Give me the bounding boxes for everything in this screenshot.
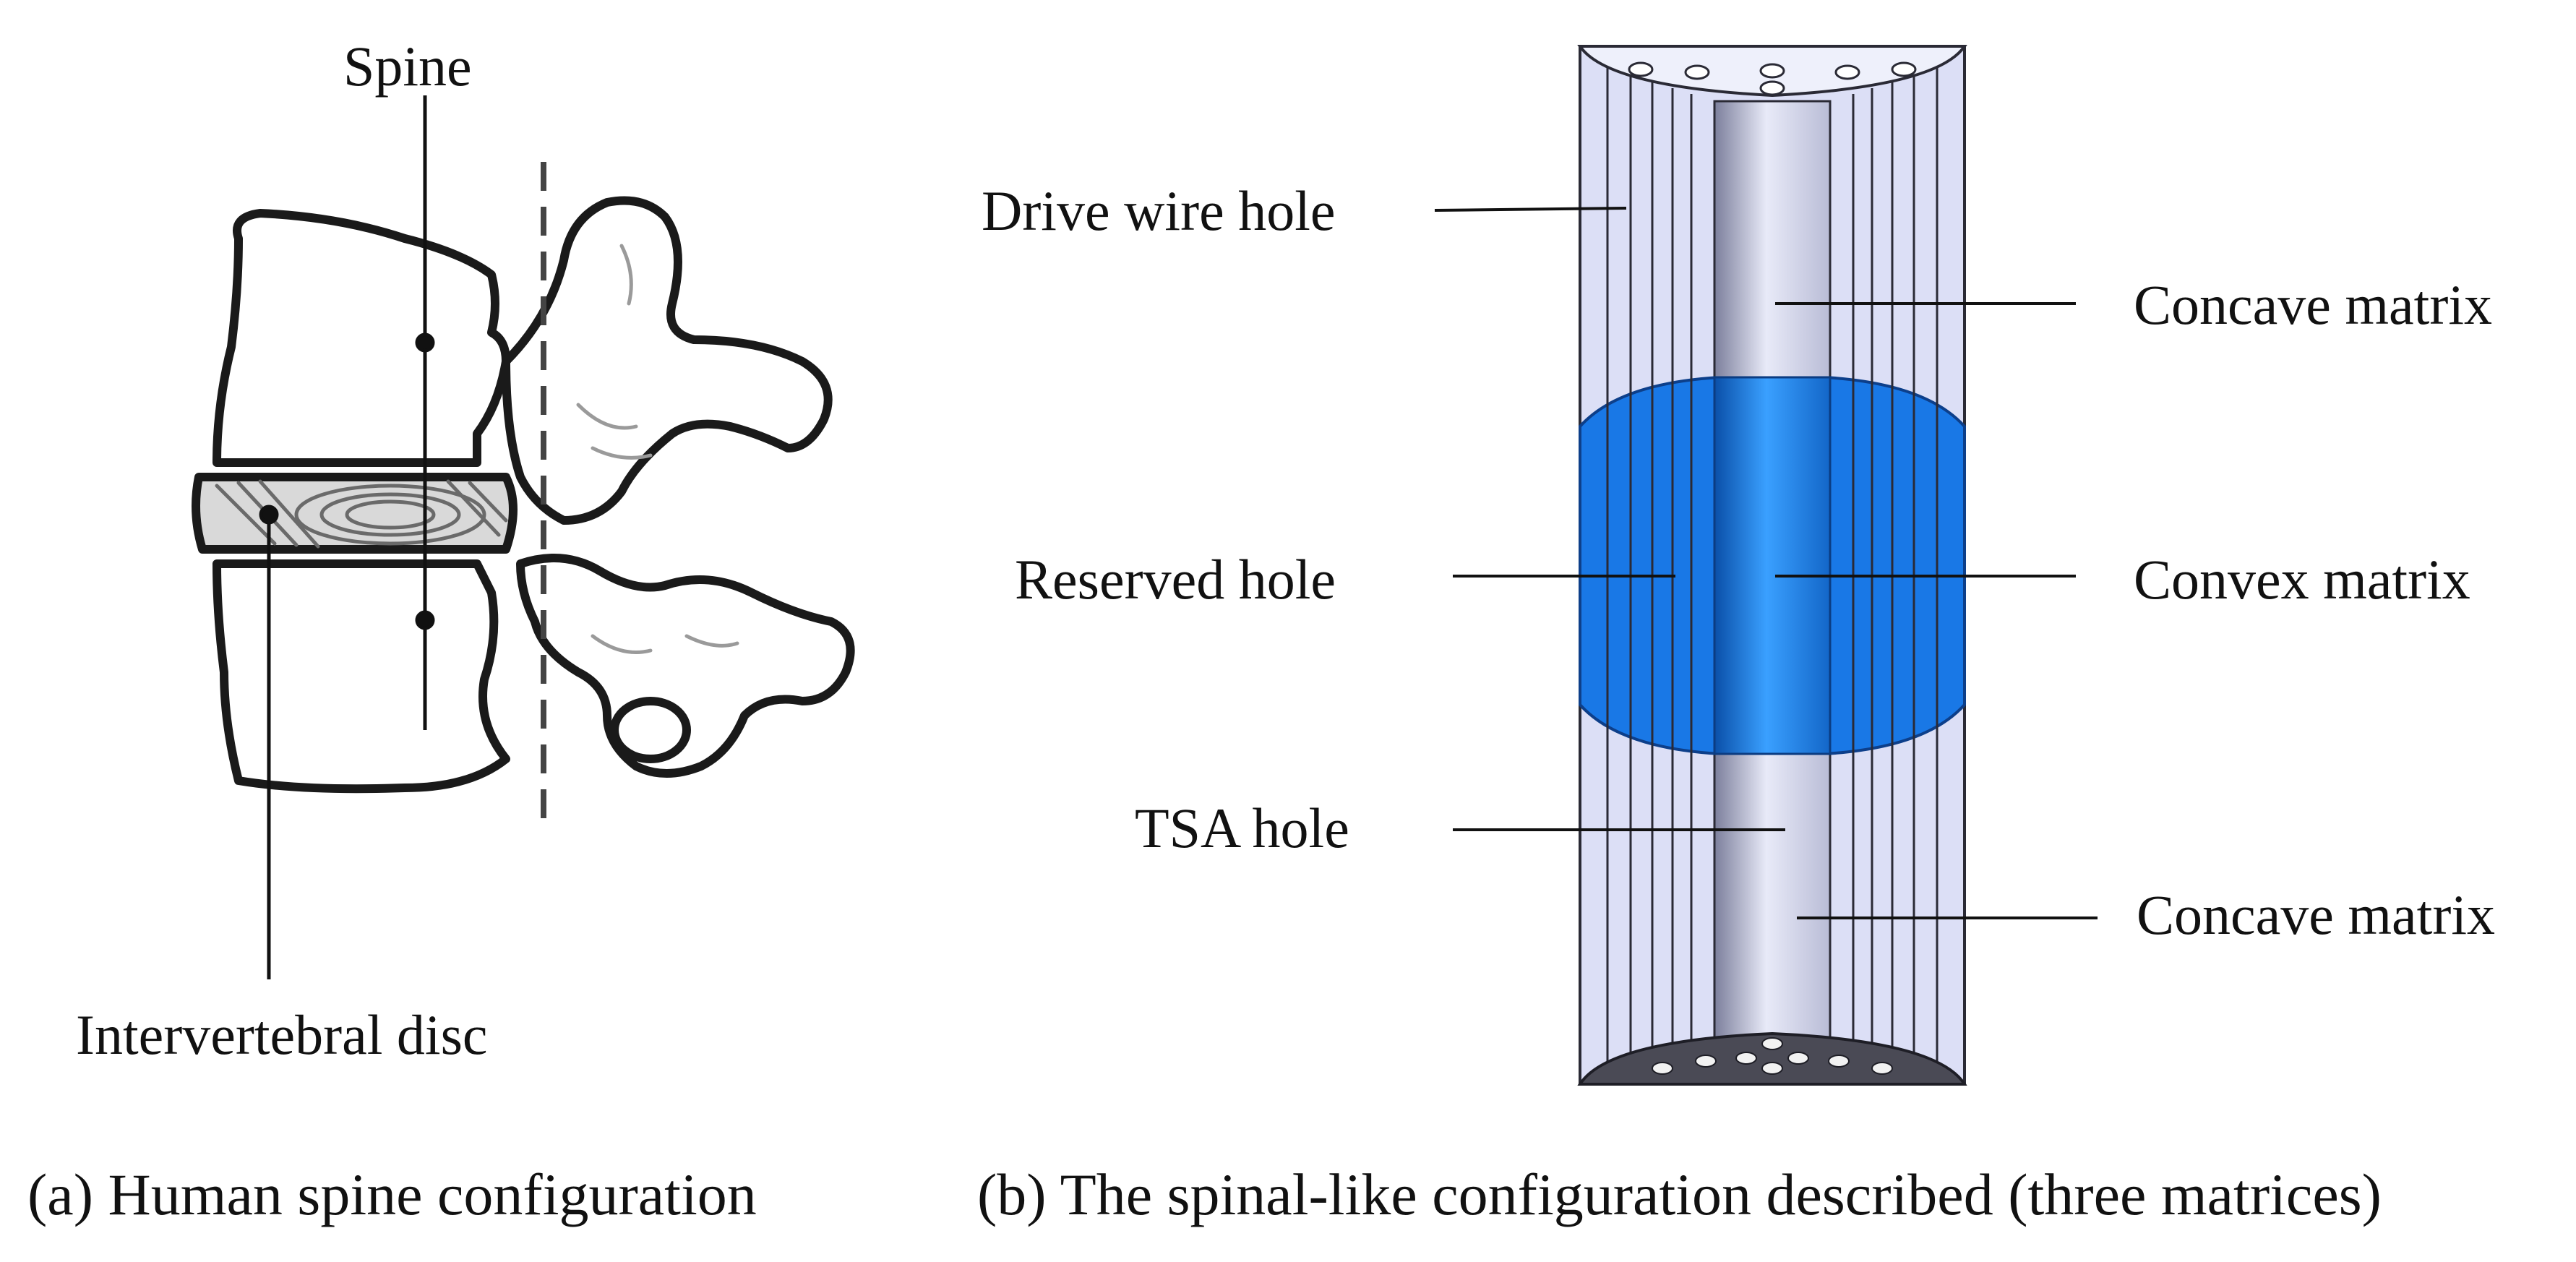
bottom-face xyxy=(1577,1031,1967,1086)
upper-vertebra-body xyxy=(212,209,510,467)
leader-drive-wire-hole xyxy=(1434,207,1627,212)
panel-b-leaders xyxy=(1434,207,2098,919)
top-holes xyxy=(1628,61,1917,96)
spine-dot-upper xyxy=(415,332,435,353)
spine-drawing xyxy=(192,196,855,794)
hole-lines xyxy=(1606,46,1939,1084)
spine-dot-lower xyxy=(415,610,435,630)
lower-posterior-process xyxy=(516,554,855,778)
matrix-column xyxy=(1577,45,1967,1086)
disc-dot xyxy=(259,505,279,525)
upper-posterior-process xyxy=(502,196,833,525)
label-drive-wire-hole: Drive wire hole xyxy=(982,179,1335,242)
bone-details xyxy=(576,244,739,654)
label-convex-matrix: Convex matrix xyxy=(2134,548,2470,611)
tsa-channel-convex xyxy=(1713,376,1832,755)
lower-vertebra-body xyxy=(212,559,510,794)
label-intervertebral-disc: Intervertebral disc xyxy=(76,1003,488,1066)
label-concave-matrix-top: Concave matrix xyxy=(2134,273,2492,336)
caption-a: (a) Human spine configuration xyxy=(27,1162,757,1227)
caption-b: (b) The spinal-like configuration descri… xyxy=(977,1162,2382,1227)
label-spine: Spine xyxy=(343,35,472,98)
foramen xyxy=(610,697,691,763)
label-concave-matrix-bottom: Concave matrix xyxy=(2137,883,2495,946)
label-reserved-hole: Reserved hole xyxy=(1015,548,1336,611)
label-tsa-hole: TSA hole xyxy=(1135,797,1349,859)
bottom-holes xyxy=(1652,1037,1893,1075)
disc-leader xyxy=(259,505,279,979)
spine-leader xyxy=(415,95,435,730)
